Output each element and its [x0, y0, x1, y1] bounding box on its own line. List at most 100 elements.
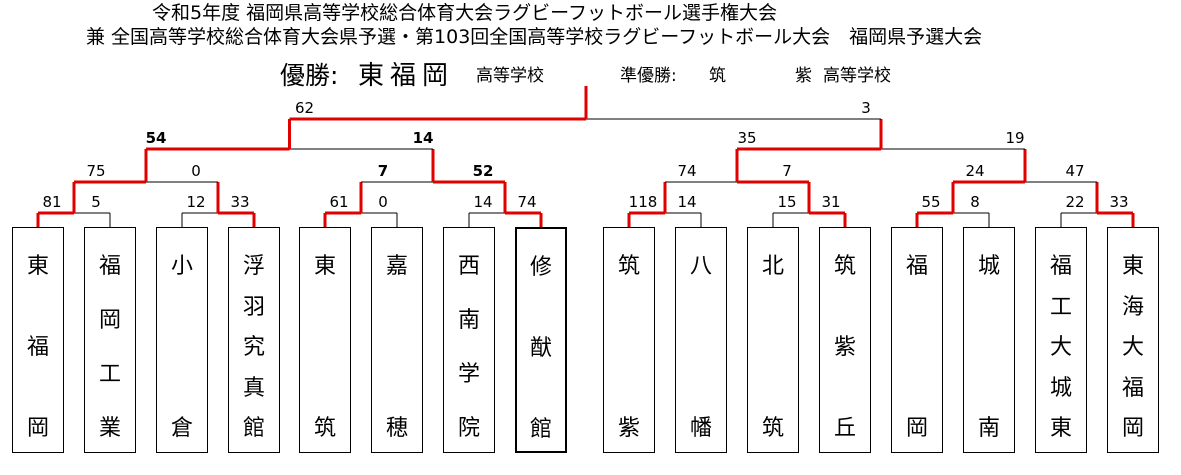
team-name-char: 館	[242, 416, 265, 441]
tournament-subtitle: 兼 全国高等学校総合体育大会県予選・第103回全国高等学校ラグビーフットボール大…	[86, 26, 983, 48]
team-name-char: 嘉	[385, 254, 408, 279]
score-label: 62	[294, 99, 315, 117]
team-box: 嘉穂	[371, 227, 423, 453]
team-name-char: 筑	[313, 416, 336, 441]
team-name-char: 岡	[1121, 416, 1144, 441]
team-name-char: 岡	[26, 416, 49, 441]
team-box: 東海大福岡	[1107, 227, 1159, 453]
score-label: 3	[861, 99, 871, 117]
score-label: 61	[329, 193, 349, 211]
runner-up-suffix: 高等学校	[823, 66, 891, 86]
score-label: 55	[921, 193, 941, 211]
team-name-char: 西	[457, 254, 480, 279]
score-label: 0	[191, 162, 201, 180]
team-name-char: 城	[1049, 375, 1072, 401]
team-name-char: 筑	[617, 254, 640, 279]
team-name-char: 穂	[385, 416, 408, 441]
team-box: 福岡	[891, 227, 943, 453]
team-name-char: 紫	[833, 335, 856, 360]
team-name-char: 福	[1121, 375, 1144, 401]
team-name-char: 丘	[833, 416, 856, 441]
score-label: 74	[517, 193, 537, 211]
team-name-char: 筑	[761, 416, 784, 441]
team-box: 修猷館	[515, 227, 567, 453]
team-name-char: 羽	[242, 294, 265, 320]
score-label: 54	[145, 129, 167, 147]
team-name-char: 院	[457, 416, 480, 441]
score-label: 47	[1065, 162, 1085, 180]
team-name-char: 猷	[529, 336, 552, 361]
team-box: 小倉	[156, 227, 208, 453]
score-label: 12	[186, 193, 206, 211]
score-label: 0	[378, 193, 388, 211]
team-name-char: 福	[905, 254, 928, 279]
champion-suffix: 高等学校	[476, 66, 544, 86]
team-name-char: 倉	[170, 416, 193, 441]
team-name-char: 修	[529, 255, 552, 280]
team-name-char: 大	[1121, 335, 1144, 360]
team-name-char: 南	[977, 416, 1000, 441]
runner-up-name-part2: 紫	[795, 66, 812, 86]
tournament-title: 令和5年度 福岡県高等学校総合体育大会ラグビーフットボール選手権大会	[152, 2, 777, 24]
team-name-char: 浮	[242, 254, 265, 279]
team-box: 福岡工業	[84, 227, 136, 453]
team-name-char: 福	[26, 335, 49, 360]
team-name-char: 城	[977, 254, 1000, 279]
team-name-char: 業	[98, 416, 121, 441]
score-label: 14	[473, 193, 493, 211]
score-label: 118	[628, 193, 658, 211]
team-name-char: 学	[457, 362, 480, 387]
score-label: 52	[472, 162, 494, 180]
team-name-char: 東	[1049, 416, 1072, 441]
team-name-char: 幡	[689, 416, 712, 441]
team-name-char: 東	[26, 254, 49, 279]
team-name-char: 館	[529, 417, 552, 442]
team-box: 東筑	[299, 227, 351, 453]
team-name-char: 大	[1049, 335, 1072, 360]
score-label: 31	[821, 193, 841, 211]
champion-label: 優勝:	[280, 61, 339, 90]
score-label: 22	[1065, 193, 1085, 211]
team-name-char: 筑	[833, 254, 856, 279]
team-box: 浮羽究真館	[228, 227, 280, 453]
team-name-char: 岡	[98, 308, 121, 333]
team-box: 福工大城東	[1035, 227, 1087, 453]
score-label: 19	[1005, 129, 1025, 147]
score-label: 7	[377, 162, 389, 180]
champion-name: 東福岡	[358, 61, 455, 91]
team-name-char: 八	[689, 254, 712, 279]
team-name-char: 究	[242, 335, 265, 360]
team-name-char: 東	[1121, 254, 1144, 279]
score-label: 8	[970, 193, 980, 211]
score-label: 75	[86, 162, 106, 180]
team-box: 筑紫丘	[819, 227, 871, 453]
team-name-char: 工	[98, 362, 121, 387]
team-name-char: 海	[1121, 294, 1144, 320]
score-label: 35	[737, 129, 757, 147]
score-label: 15	[777, 193, 797, 211]
team-box: 北筑	[747, 227, 799, 453]
runner-up-name-part1: 筑	[709, 66, 726, 86]
team-name-char: 福	[98, 254, 121, 279]
team-name-char: 岡	[905, 416, 928, 441]
team-name-char: 北	[761, 254, 784, 279]
team-name-char: 紫	[617, 416, 640, 441]
team-box: 東福岡	[12, 227, 64, 453]
team-name-char: 福	[1049, 254, 1072, 279]
score-label: 14	[677, 193, 697, 211]
team-name-char: 東	[313, 254, 336, 279]
team-name-char: 工	[1049, 294, 1072, 320]
score-label: 7	[782, 162, 792, 180]
score-label: 14	[412, 129, 434, 147]
team-name-char: 南	[457, 308, 480, 333]
score-label: 81	[42, 193, 62, 211]
team-name-char: 真	[242, 375, 265, 401]
team-name-char: 小	[170, 254, 193, 279]
score-label: 33	[230, 193, 250, 211]
score-label: 5	[91, 193, 101, 211]
score-label: 74	[677, 162, 697, 180]
team-box: 八幡	[675, 227, 727, 453]
score-label: 33	[1109, 193, 1129, 211]
team-box: 城南	[963, 227, 1015, 453]
